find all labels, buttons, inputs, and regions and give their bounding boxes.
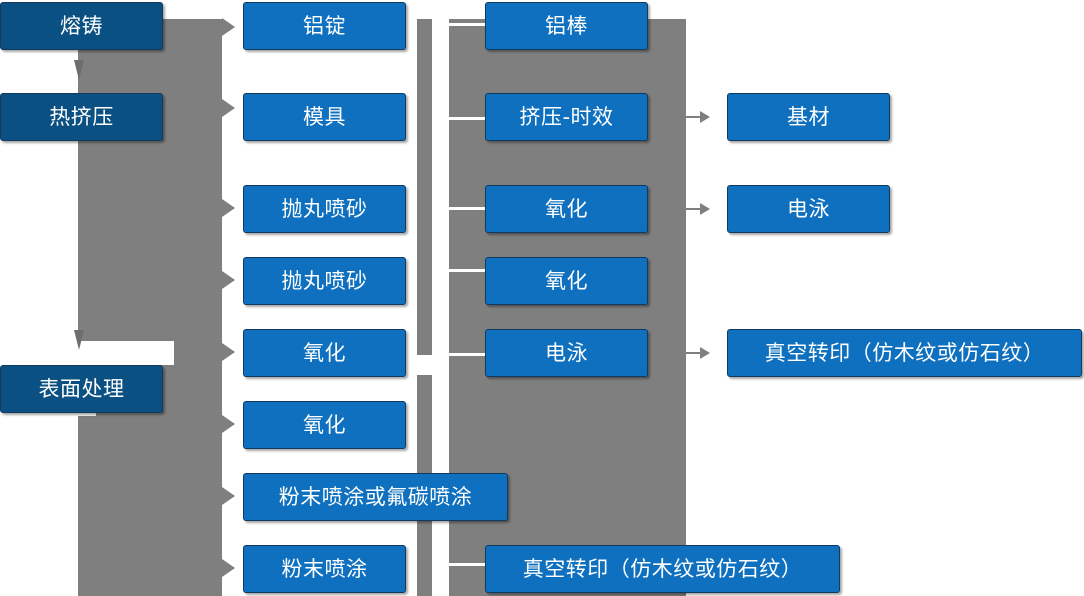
process-box-powder-or-fluorocarbon-coating[interactable]: 粉末喷涂或氟碳喷涂 (243, 473, 508, 521)
process-label-oxidation-2: 氧化 (303, 412, 346, 437)
arrow-to-p1-8 (222, 559, 235, 577)
line-to-output-2 (686, 208, 702, 210)
output-box-electrophoresis[interactable]: 电泳 (727, 185, 890, 233)
process-label-oxidation-1: 氧化 (303, 340, 346, 365)
arrow-to-p1-6 (222, 415, 235, 433)
output-label-vacuum-transfer-printing-2: 真空转印（仿木纹或仿石纹） (764, 340, 1045, 365)
process-label-aluminum-ingot: 铝锭 (303, 13, 346, 38)
process-label-extrusion-aging: 挤压-时效 (519, 104, 614, 129)
connector-stub-surface (163, 388, 185, 390)
connector-chevron-2 (74, 330, 84, 350)
tick-line-4 (432, 269, 485, 272)
arrow-to-p1-2 (222, 99, 235, 117)
process-box-shot-blasting-1[interactable]: 抛丸喷砂 (243, 185, 406, 233)
arrow-to-output-2 (700, 203, 710, 215)
process-label-powder-or-fluorocarbon-coating: 粉末喷涂或氟碳喷涂 (278, 484, 473, 509)
arrow-to-p1-5 (222, 343, 235, 361)
process-label-oxidation-4: 氧化 (545, 268, 588, 293)
process-box-oxidation-1[interactable]: 氧化 (243, 329, 406, 377)
line-to-output-1 (686, 116, 702, 118)
arrow-to-p1-1 (222, 18, 235, 36)
process-label-electrophoresis-1: 电泳 (545, 340, 588, 365)
process-box-oxidation-3[interactable]: 氧化 (485, 185, 648, 233)
connector-riser-upper (417, 19, 432, 355)
output-label-electrophoresis: 电泳 (787, 196, 830, 221)
process-label-aluminum-bar: 铝棒 (545, 13, 588, 38)
stage-box-extrusion[interactable]: 热挤压 (0, 93, 163, 141)
process-label-shot-blasting-1: 抛丸喷砂 (281, 196, 368, 221)
tick-line-3 (432, 207, 485, 210)
arrow-to-p1-4 (222, 271, 235, 289)
process-box-electrophoresis-1[interactable]: 电泳 (485, 329, 648, 377)
output-label-substrate: 基材 (787, 104, 830, 129)
tick-line-2 (432, 117, 485, 120)
connector-chevron-1 (74, 60, 84, 80)
process-label-shot-blasting-2: 抛丸喷砂 (281, 268, 368, 293)
stage-label-melting: 熔铸 (60, 13, 103, 38)
stage-box-melting[interactable]: 熔铸 (0, 2, 163, 50)
process-label-oxidation-3: 氧化 (545, 196, 588, 221)
arrow-to-output-3 (700, 347, 710, 359)
process-label-vacuum-transfer-printing-1: 真空转印（仿木纹或仿石纹） (522, 556, 803, 581)
process-box-shot-blasting-2[interactable]: 抛丸喷砂 (243, 257, 406, 305)
line-to-output-3 (686, 352, 702, 354)
process-box-aluminum-ingot[interactable]: 铝锭 (243, 2, 406, 50)
stage-box-surface-treatment[interactable]: 表面处理 (0, 365, 163, 413)
process-box-extrusion-aging[interactable]: 挤压-时效 (485, 93, 648, 141)
arrow-to-p1-7 (222, 487, 235, 505)
arrow-to-p1-3 (222, 199, 235, 217)
tick-line-6 (432, 563, 485, 566)
process-box-vacuum-transfer-printing-1[interactable]: 真空转印（仿木纹或仿石纹） (485, 545, 840, 593)
process-box-oxidation-4[interactable]: 氧化 (485, 257, 648, 305)
stage-label-surface-treatment: 表面处理 (38, 376, 125, 401)
tick-line-5 (432, 353, 485, 356)
process-box-aluminum-bar[interactable]: 铝棒 (485, 2, 648, 50)
process-box-mold[interactable]: 模具 (243, 93, 406, 141)
stage-label-extrusion: 热挤压 (49, 104, 114, 129)
output-box-vacuum-transfer-printing-2[interactable]: 真空转印（仿木纹或仿石纹） (727, 329, 1082, 377)
process-label-mold: 模具 (303, 104, 346, 129)
process-box-oxidation-2[interactable]: 氧化 (243, 401, 406, 449)
arrow-to-output-1 (700, 111, 710, 123)
output-box-substrate[interactable]: 基材 (727, 93, 890, 141)
tick-line-1 (432, 23, 485, 26)
process-box-powder-coating[interactable]: 粉末喷涂 (243, 545, 406, 593)
process-label-powder-coating: 粉末喷涂 (281, 556, 368, 581)
